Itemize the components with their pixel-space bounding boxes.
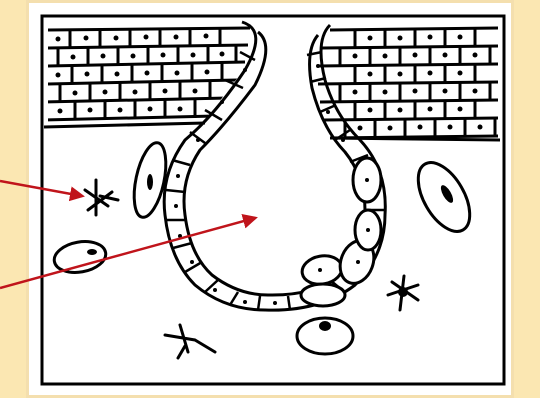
connective-oval-cells [52,140,481,354]
right-brick-layer [310,18,502,142]
right-basement-line [330,138,500,140]
annotation-arrows [0,181,255,288]
left-brick-layer [44,18,254,130]
